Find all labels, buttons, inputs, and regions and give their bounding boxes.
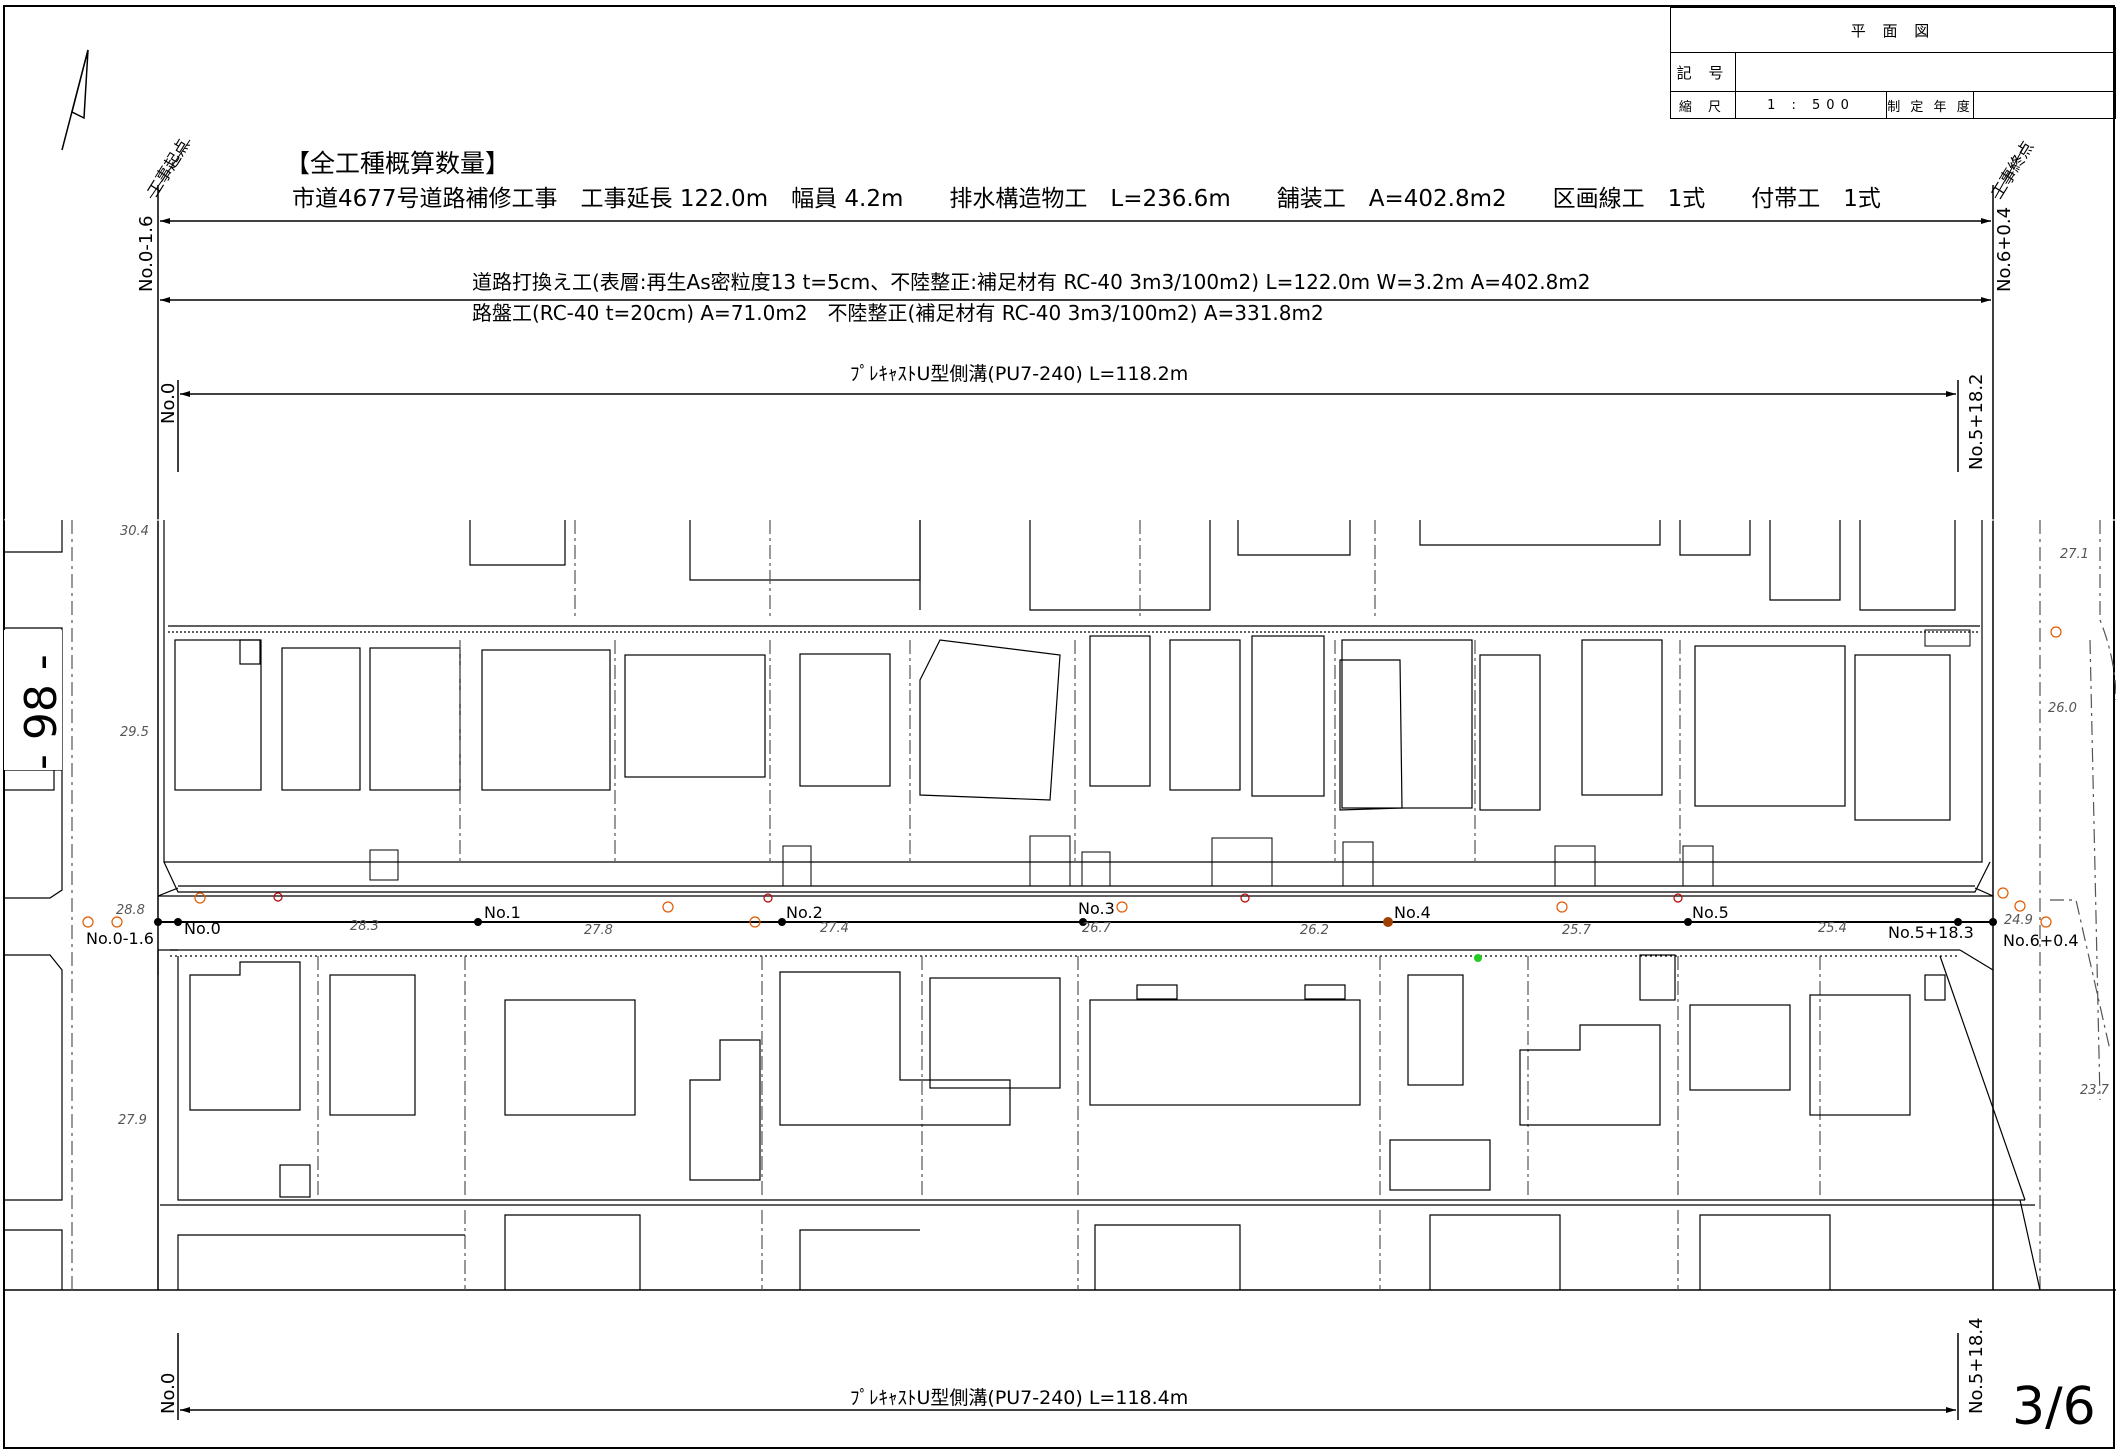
station-no3: No.3 — [1078, 899, 1115, 918]
title-block: 平 面 図 記 号 縮 尺 1 : 500 制 定 年 度 — [1670, 7, 2116, 119]
title-block-title: 平 面 図 — [1670, 7, 2116, 53]
station-no2: No.2 — [786, 903, 823, 922]
ditch-bottom-label: ﾌﾟﾚｷｬｽﾄU型側溝(PU7-240) L=118.4m — [850, 1387, 1188, 1409]
elevation-label: 24.9 — [2004, 913, 2033, 928]
elevation-label: 29.5 — [120, 725, 149, 740]
elevation-label: 27.1 — [2060, 547, 2089, 562]
pave-line-2: 路盤工(RC-40 t=20cm) A=71.0m2 不陸整正(補足材有 RC-… — [472, 301, 1324, 325]
ditch-bottom-start: No.0 — [158, 1373, 179, 1414]
station-no4: No.4 — [1394, 903, 1431, 922]
map-number: - 98 - — [16, 654, 67, 770]
station-no0: No.0 — [184, 919, 221, 938]
end-station-label: No.6+0.4 — [1994, 207, 2015, 292]
north-arrow-icon — [61, 49, 89, 151]
elevation-label: 28.3 — [350, 919, 379, 934]
year-value — [1973, 91, 2116, 119]
end-point-label: 工事終点 — [1987, 138, 2037, 202]
station-right-end: No.6+0.4 — [2003, 931, 2079, 950]
elevation-label: 28.8 — [116, 903, 145, 918]
symbol-label: 記 号 — [1670, 52, 1736, 92]
start-station-label: No.0-1.6 — [136, 216, 157, 292]
sheet-border — [3, 5, 2115, 1449]
station-left-end: No.0-1.6 — [86, 929, 154, 948]
elevation-label: 30.4 — [120, 524, 149, 539]
elevation-label: 27.9 — [118, 1113, 147, 1128]
base-map — [3, 519, 2116, 1291]
sheet-number: 3/6 — [2012, 1377, 2096, 1437]
elevation-label: 27.4 — [820, 921, 849, 936]
survey-mark-icon — [82, 626, 2062, 928]
year-label: 制 定 年 度 — [1886, 91, 1974, 119]
elevation-label: 27.8 — [584, 923, 613, 938]
ditch-top-label: ﾌﾟﾚｷｬｽﾄU型側溝(PU7-240) L=118.2m — [850, 363, 1188, 385]
elevation-label: 25.4 — [1818, 921, 1847, 936]
elevation-label: 25.7 — [1562, 923, 1592, 938]
ditch-top-start: No.0 — [158, 383, 179, 424]
scale-value: 1 : 500 — [1735, 91, 1887, 119]
elevation-label: 26.0 — [2048, 701, 2077, 716]
pave-line-1: 道路打換え工(表層:再生As密粒度13 t=5cm、不陸整正:補足材有 RC-4… — [472, 270, 1591, 294]
green-marker-icon — [1474, 954, 1482, 962]
station-no1: No.1 — [484, 903, 521, 922]
station-no5-end: No.5+18.3 — [1888, 923, 1974, 942]
summary-line: 市道4677号道路補修工事 工事延長 122.0m 幅員 4.2m 排水構造物工… — [292, 186, 1881, 212]
symbol-value — [1735, 52, 2116, 92]
elevation-label: 26.2 — [1300, 923, 1329, 938]
ditch-bottom-end: No.5+18.4 — [1966, 1318, 1987, 1415]
elevation-label: 23.7 — [2080, 1083, 2110, 1098]
elevation-label: 26.7 — [1082, 921, 1112, 936]
station-no5: No.5 — [1692, 903, 1729, 922]
summary-heading: 【全工種概算数量】 — [285, 149, 510, 178]
scale-label: 縮 尺 — [1670, 91, 1736, 119]
ditch-top-end: No.5+18.2 — [1966, 374, 1987, 471]
start-point-label: 工事起点 — [143, 136, 193, 200]
